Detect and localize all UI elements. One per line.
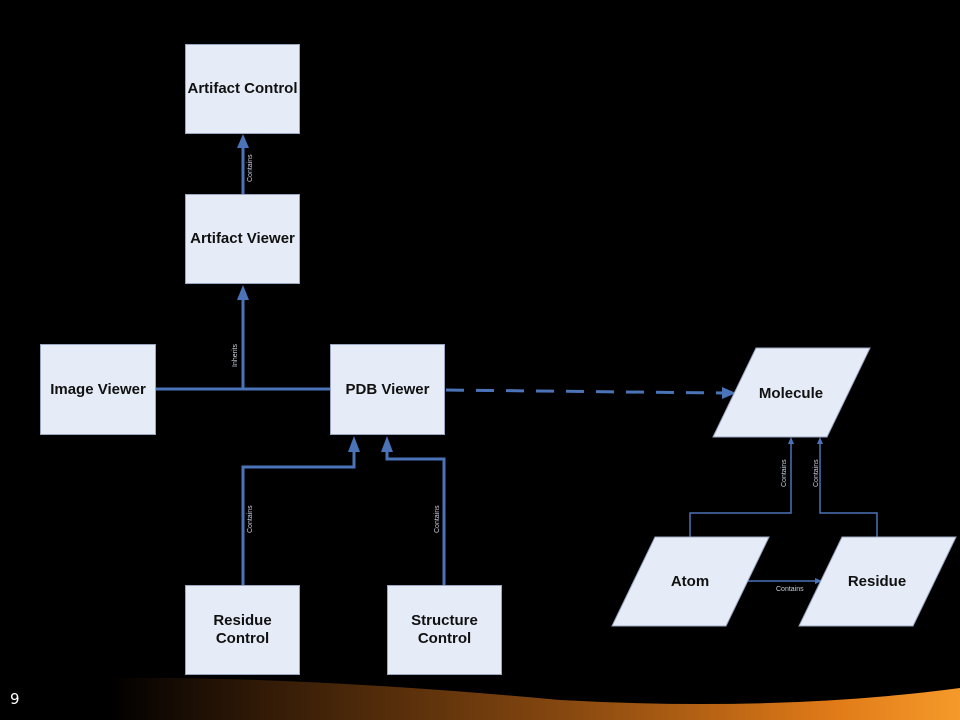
arrowhead-pdb-left <box>348 436 360 452</box>
label-contains-residue-control: Contains <box>247 505 254 533</box>
edge-residue-molecule <box>819 443 878 537</box>
atom-shape <box>611 536 770 627</box>
edge-residue-control <box>241 450 356 585</box>
arrowhead-artifact-viewer <box>237 285 249 300</box>
image-viewer-label: Image Viewer <box>50 380 146 398</box>
residue-control-label: Residue Control <box>213 612 272 647</box>
artifact-control-node: Artifact Control <box>185 44 300 134</box>
structure-control-node: Structure Control <box>387 585 502 675</box>
residue-label: Residue <box>848 573 906 590</box>
atom-label: Atom <box>671 573 709 590</box>
molecule-label: Molecule <box>759 385 823 402</box>
structure-control-label: Structure Control <box>411 612 478 647</box>
artifact-control-label: Artifact Control <box>187 80 298 97</box>
image-viewer-node: Image Viewer <box>40 344 156 435</box>
label-contains-residue-molecule: Contains <box>813 459 820 487</box>
edge-atom-molecule <box>689 443 792 537</box>
residue-control-node: Residue Control <box>185 585 300 675</box>
arrowhead-residue <box>815 578 822 584</box>
arrowhead-pdb-right <box>381 436 393 452</box>
artifact-viewer-node: Artifact Viewer <box>185 194 300 284</box>
arrowhead-molecule <box>722 387 736 399</box>
edge-pdb-molecule-dashed <box>445 388 723 395</box>
pdb-viewer-node: PDB Viewer <box>330 344 445 435</box>
edge-structure-control <box>385 450 446 585</box>
pdb-viewer-label: PDB Viewer <box>345 380 430 398</box>
label-contains-artifact: Contains <box>247 154 254 182</box>
label-contains-atom-molecule: Contains <box>781 459 788 487</box>
arrowhead-molecule-left <box>788 437 794 444</box>
arrowhead-molecule-right <box>817 437 823 444</box>
label-contains-atom-residue: Contains <box>776 586 804 593</box>
label-contains-structure-control: Contains <box>434 505 441 533</box>
molecule-shape <box>712 347 871 438</box>
label-inherits: Inherits <box>232 344 239 367</box>
artifact-viewer-label: Artifact Viewer <box>190 230 295 247</box>
residue-shape <box>798 536 957 627</box>
arrowhead-artifact-control <box>237 134 249 148</box>
slide-number: 9 <box>10 690 20 708</box>
